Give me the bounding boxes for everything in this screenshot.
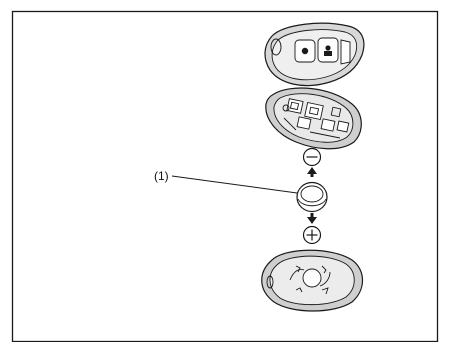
callout-leader-line bbox=[171, 175, 298, 194]
callout-label: (1) bbox=[154, 169, 169, 183]
unlock-button bbox=[317, 37, 339, 63]
arrow-down-icon bbox=[307, 213, 317, 224]
key-fob-circuit-board bbox=[265, 87, 362, 150]
arrow-up-icon bbox=[307, 167, 317, 177]
key-fob-back-cover bbox=[261, 249, 364, 312]
key-fob-front-cover bbox=[264, 22, 365, 87]
coin-battery bbox=[296, 181, 328, 213]
negative-terminal-symbol bbox=[302, 147, 322, 167]
callout: (1) bbox=[154, 169, 298, 194]
positive-terminal-symbol bbox=[302, 225, 322, 245]
figure-frame bbox=[11, 10, 439, 342]
lock-button bbox=[294, 39, 316, 63]
